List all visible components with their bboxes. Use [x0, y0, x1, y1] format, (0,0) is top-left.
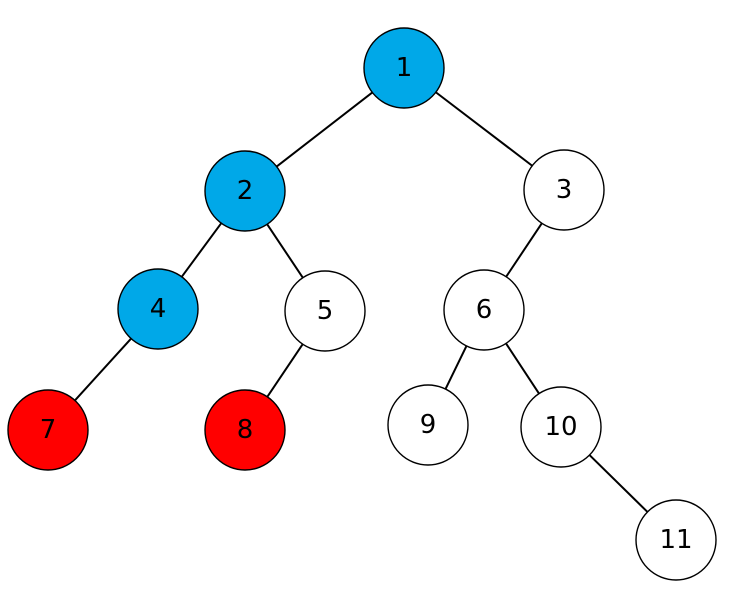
- node-label: 2: [237, 176, 254, 206]
- node-label: 9: [420, 410, 437, 440]
- edge-6-10: [504, 342, 541, 395]
- node-circle: [443, 269, 525, 351]
- node-circle: [635, 499, 717, 581]
- node-circle: [284, 270, 366, 352]
- nodes-layer: 1 2 3 4 5 6 7 8 9 10 11: [7, 27, 717, 581]
- node-label: 3: [556, 175, 573, 205]
- edge-2-5: [266, 223, 304, 279]
- tree-node-1: 1: [363, 27, 445, 109]
- tree-node-11: 11: [635, 499, 717, 581]
- tree-node-5: 5: [284, 270, 366, 352]
- node-label: 4: [150, 294, 167, 324]
- edge-4-7: [73, 337, 133, 402]
- tree-node-6: 6: [443, 269, 525, 351]
- tree-node-9: 9: [387, 384, 469, 466]
- tree-node-7: 7: [7, 389, 89, 471]
- tree-node-4: 4: [117, 268, 199, 350]
- tree-node-3: 3: [523, 149, 605, 231]
- edge-2-4: [180, 222, 223, 278]
- node-label: 5: [317, 296, 334, 326]
- edge-1-2: [275, 91, 374, 168]
- tree-node-2: 2: [204, 150, 286, 232]
- node-label: 11: [659, 525, 692, 555]
- edge-3-6: [505, 222, 543, 278]
- node-circle: [520, 386, 602, 468]
- tree-node-8: 8: [204, 389, 286, 471]
- node-label: 1: [396, 53, 413, 83]
- node-label: 6: [476, 295, 493, 325]
- node-label: 7: [40, 415, 57, 445]
- edge-10-11: [588, 454, 649, 513]
- node-circle: [387, 384, 469, 466]
- node-circle: [7, 389, 89, 471]
- edge-6-9: [444, 344, 468, 391]
- edges-layer: [73, 91, 649, 513]
- node-circle: [523, 149, 605, 231]
- node-circle: [363, 27, 445, 109]
- tree-node-10: 10: [520, 386, 602, 468]
- node-label: 10: [544, 412, 577, 442]
- node-circle: [117, 268, 199, 350]
- edge-5-8: [266, 343, 304, 398]
- node-label: 8: [237, 415, 254, 445]
- node-circle: [204, 150, 286, 232]
- node-circle: [204, 389, 286, 471]
- edge-1-3: [434, 91, 534, 167]
